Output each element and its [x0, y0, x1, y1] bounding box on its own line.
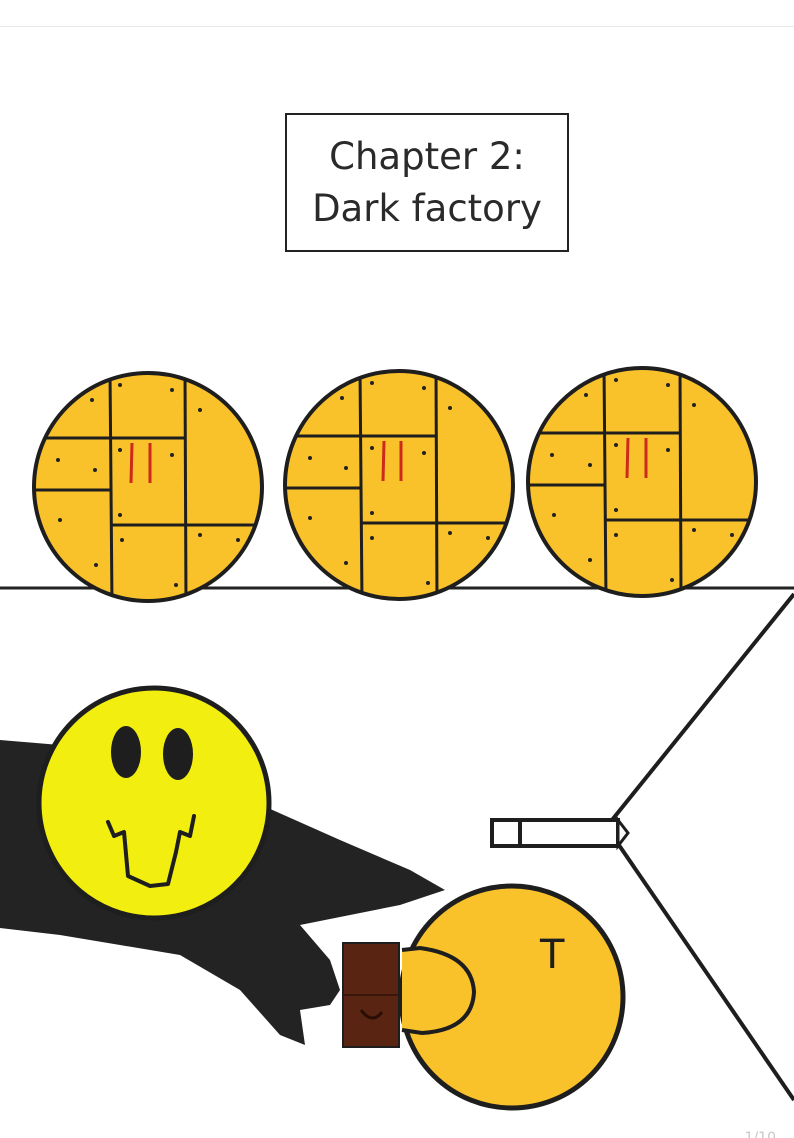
- smiley-right-eye: [163, 728, 193, 780]
- paneled-ball-left: [32, 371, 264, 603]
- smiley-mouth: [106, 814, 196, 888]
- page-counter: 1/10: [744, 1130, 776, 1138]
- top-divider: [0, 26, 794, 27]
- brown-block: [342, 942, 400, 1048]
- rivets: [550, 378, 734, 582]
- smiley-face: [36, 685, 272, 921]
- rivets: [56, 383, 240, 587]
- red-eye-marks: [625, 437, 648, 479]
- robot-arm: [610, 592, 794, 1102]
- red-eye-marks: [129, 442, 152, 484]
- chapter-title-box: Chapter 2: Dark factory: [285, 113, 569, 252]
- smiley-left-eye: [111, 726, 141, 778]
- rivets: [308, 381, 490, 585]
- red-eye-marks: [381, 440, 403, 482]
- paneled-ball-right: [526, 366, 758, 598]
- paneled-ball-middle: [283, 369, 515, 601]
- chapter-name: Dark factory: [312, 186, 542, 230]
- orange-robot-ball: T: [398, 883, 626, 1111]
- chapter-number: Chapter 2:: [329, 134, 525, 178]
- arm-nozzle: [490, 815, 630, 851]
- robot-hand: [401, 945, 477, 1036]
- robot-chest-letter: T: [539, 932, 565, 978]
